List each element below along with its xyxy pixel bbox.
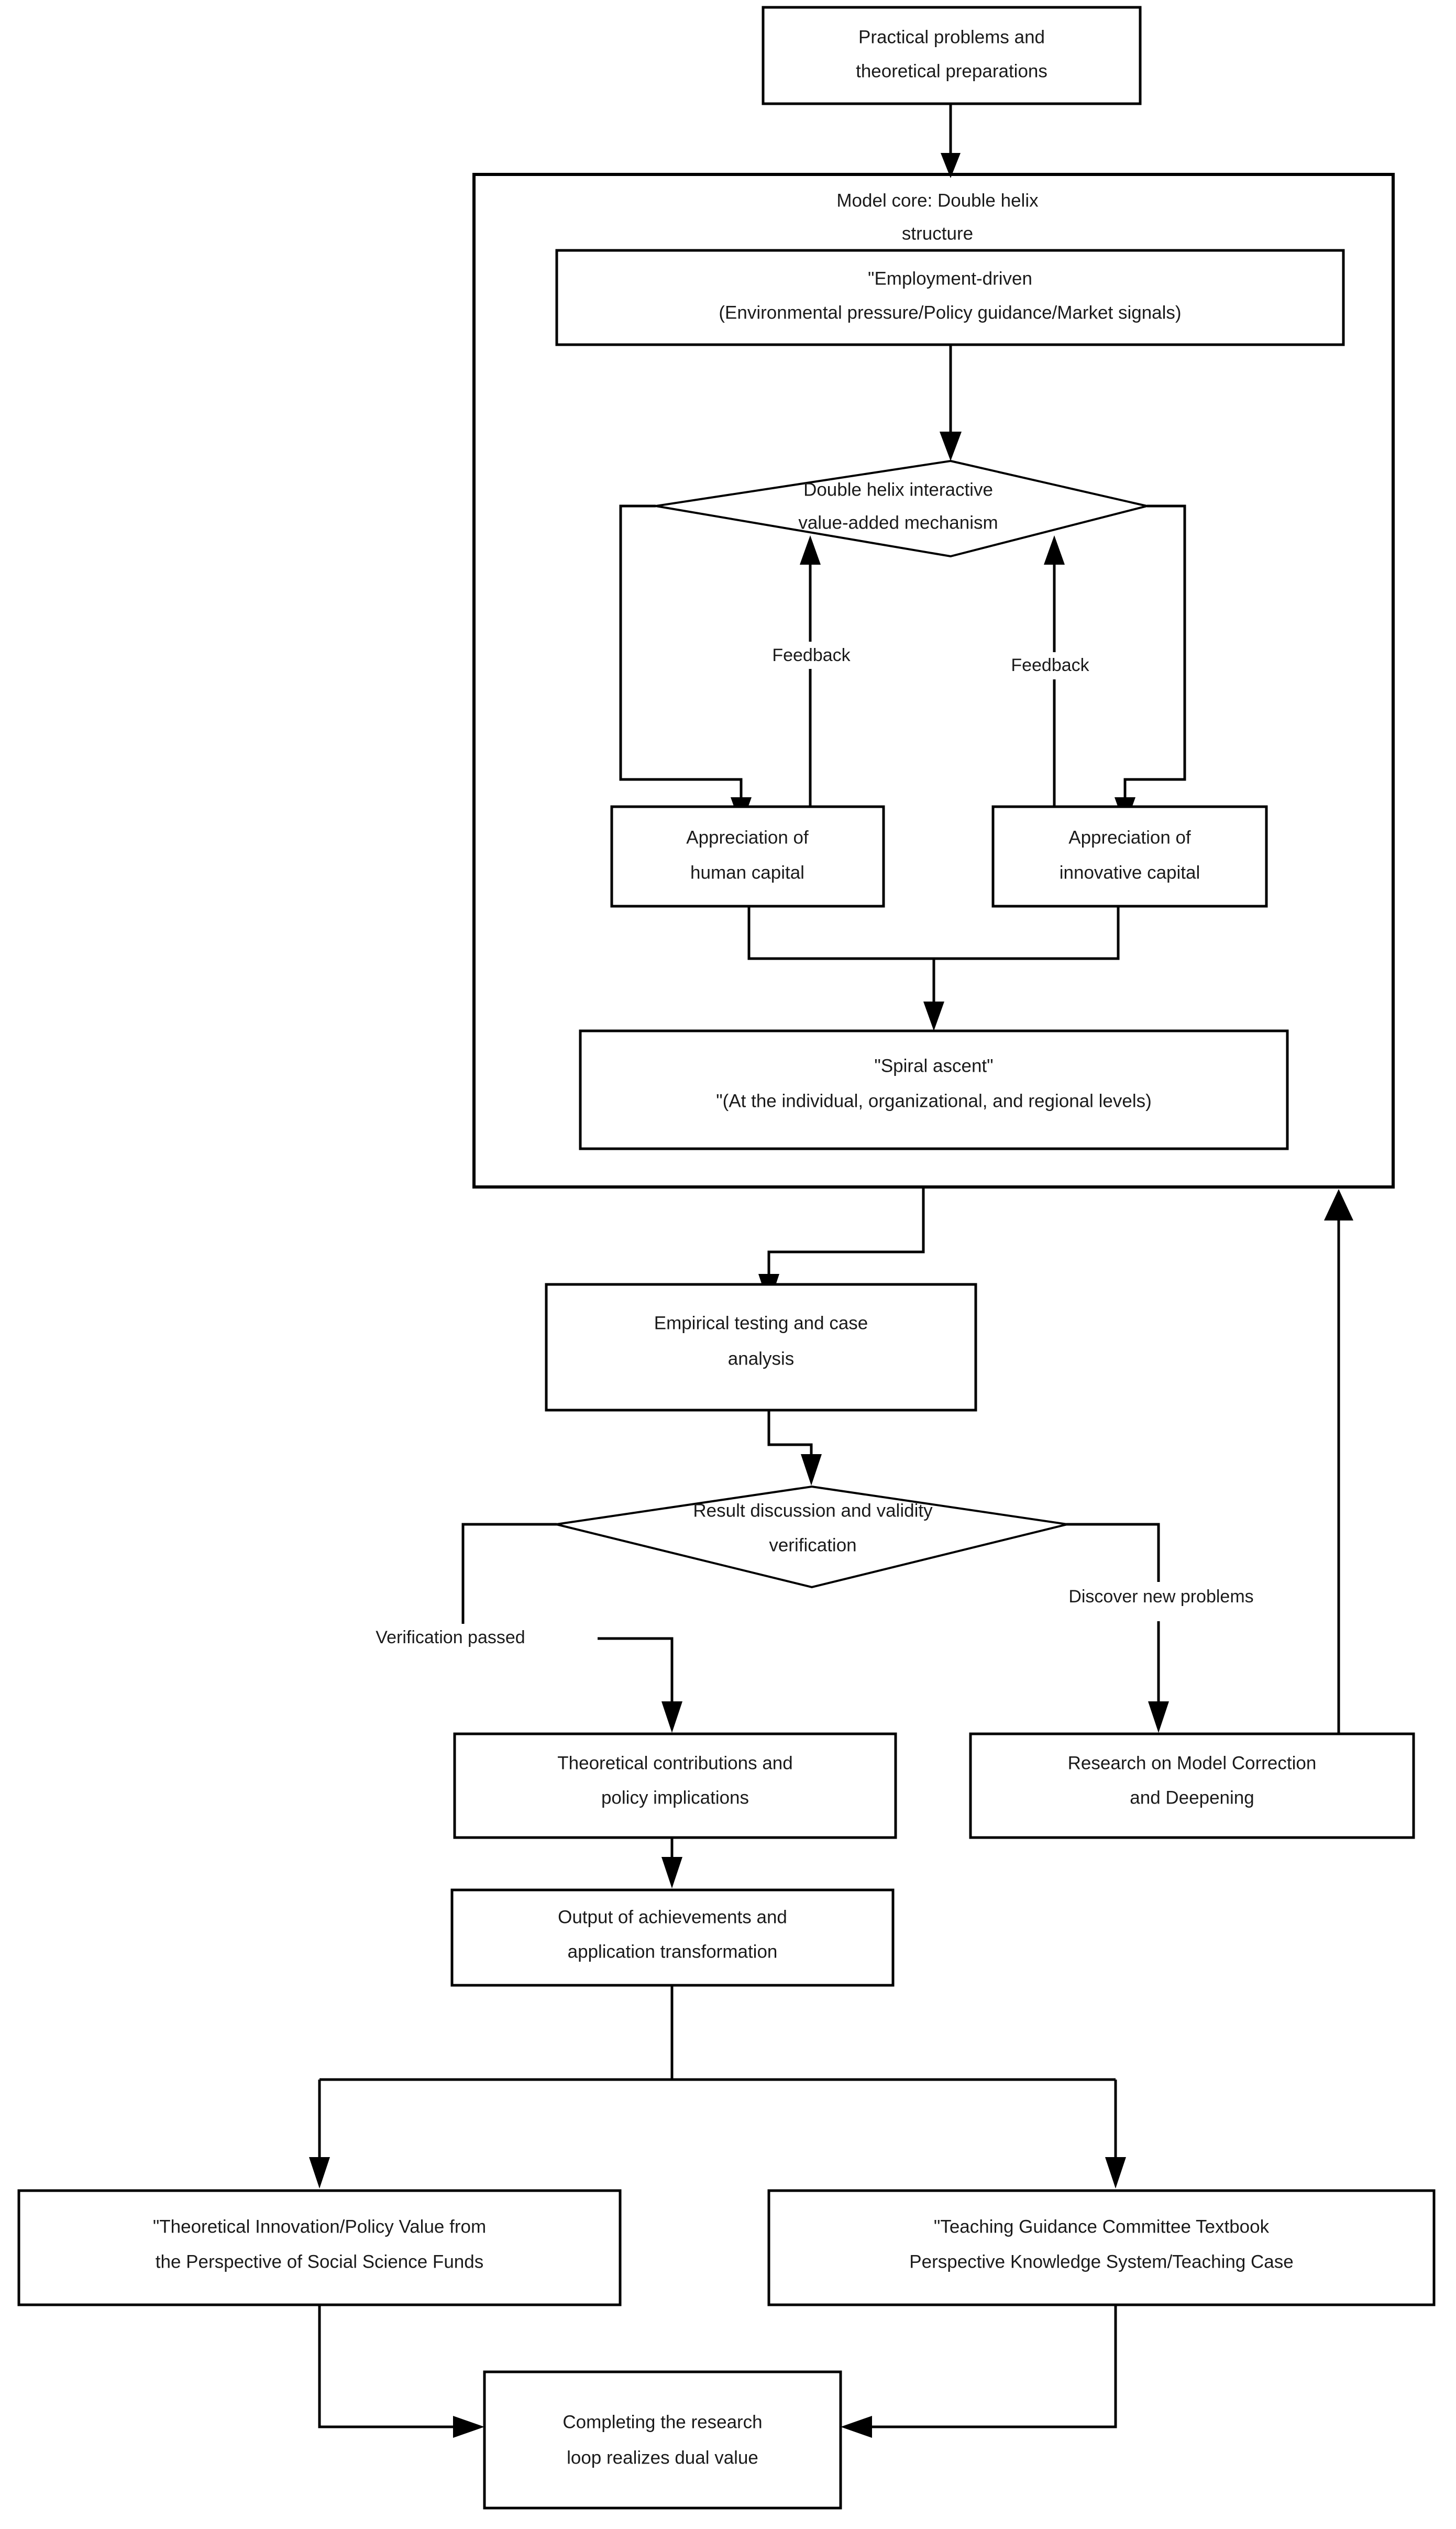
node-employment-driven-line-2: (Environmental pressure/Policy guidance/…	[719, 302, 1181, 323]
node-helix-mechanism-line-2: value-added mechanism	[798, 512, 998, 533]
node-teaching-guidance-line-2: Perspective Knowledge System/Teaching Ca…	[909, 2251, 1293, 2272]
node-empirical-testing-line-2: analysis	[728, 1348, 794, 1369]
edge-output-split	[309, 1985, 1126, 2189]
node-result-verification-line-1: Result discussion and validity	[693, 1500, 933, 1521]
feedback-right-text: Feedback	[1011, 655, 1089, 675]
edge-result-discover-problems	[1066, 1523, 1169, 1733]
container-title-line-2: structure	[902, 223, 973, 244]
node-innovative-capital-line-2: innovative capital	[1060, 862, 1200, 883]
label-verification-passed: Verification passed	[303, 1624, 598, 1653]
edge-start-to-core	[941, 104, 961, 178]
node-start-line-2: theoretical preparations	[856, 61, 1047, 81]
node-empirical-testing: Empirical testing and case analysis	[545, 1283, 977, 1412]
node-model-correction-line-2: and Deepening	[1130, 1787, 1254, 1808]
edge-funds-to-research-loop	[318, 2305, 484, 2438]
node-research-loop-line-2: loop realizes dual value	[567, 2447, 758, 2468]
edge-human-capital-feedback	[800, 535, 821, 807]
node-result-verification: Result discussion and validity verificat…	[556, 1485, 1068, 1589]
node-spiral-ascent-line-2: "(At the individual, organizational, and…	[716, 1091, 1152, 1111]
verification-passed-text: Verification passed	[376, 1628, 525, 1647]
label-discover-new-problems: Discover new problems	[1022, 1583, 1300, 1611]
node-employment-driven-line-1: "Employment-driven	[868, 268, 1032, 289]
edge-teaching-to-research-loop	[841, 2305, 1117, 2438]
edge-capitals-to-spiral	[747, 906, 1120, 1031]
node-spiral-ascent: "Spiral ascent" "(At the individual, org…	[579, 1029, 1289, 1150]
node-output-achievements-line-2: application transformation	[568, 1941, 778, 1962]
label-feedback-left: Feedback	[760, 642, 863, 669]
node-theoretical-contributions: Theoretical contributions and policy imp…	[453, 1732, 897, 1839]
node-spiral-ascent-line-1: "Spiral ascent"	[874, 1055, 993, 1076]
container-title-line-1: Model core: Double helix	[836, 190, 1039, 211]
node-human-capital-line-2: human capital	[690, 862, 804, 883]
node-model-core-container: Model core: Double helix structure	[472, 173, 1395, 1189]
edge-model-correction-return-loop	[1324, 1189, 1353, 1733]
node-innovative-capital-line-1: Appreciation of	[1068, 827, 1191, 848]
node-start: Practical problems and theoretical prepa…	[762, 6, 1142, 105]
node-social-science-funds-line-2: the Perspective of Social Science Funds	[156, 2251, 483, 2272]
label-feedback-right: Feedback	[999, 652, 1101, 679]
node-teaching-guidance: "Teaching Guidance Committee Textbook Pe…	[767, 2189, 1436, 2306]
node-model-correction: Research on Model Correction and Deepeni…	[969, 1732, 1415, 1839]
node-human-capital: Appreciation of human capital	[610, 805, 885, 908]
edge-empirical-to-result	[767, 1409, 822, 1486]
node-research-loop: Completing the research loop realizes du…	[483, 2370, 842, 2510]
node-empirical-testing-line-1: Empirical testing and case	[654, 1313, 868, 1333]
node-social-science-funds-line-1: "Theoretical Innovation/Policy Value fro…	[153, 2216, 486, 2237]
node-theoretical-contributions-line-2: policy implications	[601, 1787, 749, 1808]
node-model-correction-line-1: Research on Model Correction	[1068, 1753, 1317, 1773]
node-theoretical-contributions-line-1: Theoretical contributions and	[557, 1753, 792, 1773]
node-result-verification-line-2: verification	[769, 1535, 856, 1555]
node-human-capital-line-1: Appreciation of	[686, 827, 809, 848]
node-teaching-guidance-line-1: "Teaching Guidance Committee Textbook	[934, 2216, 1270, 2237]
feedback-left-text: Feedback	[772, 645, 851, 665]
node-output-achievements: Output of achievements and application t…	[450, 1888, 895, 1987]
node-research-loop-line-1: Completing the research	[562, 2412, 762, 2432]
edge-helix-to-human-capital	[619, 504, 752, 827]
node-social-science-funds: "Theoretical Innovation/Policy Value fro…	[17, 2189, 622, 2306]
edge-result-verification-passed	[461, 1523, 682, 1733]
node-helix-mechanism: Double helix interactive value-added mec…	[655, 459, 1148, 558]
node-output-achievements-line-1: Output of achievements and	[558, 1907, 787, 1927]
node-employment-driven: "Employment-driven (Environmental pressu…	[555, 249, 1345, 346]
node-innovative-capital: Appreciation of innovative capital	[991, 805, 1268, 908]
edge-innovative-capital-feedback	[1044, 535, 1065, 807]
discover-new-problems-text: Discover new problems	[1068, 1587, 1253, 1607]
edge-helix-to-innovative-capital	[1115, 504, 1186, 827]
node-start-line-1: Practical problems and	[858, 27, 1045, 47]
node-helix-mechanism-line-1: Double helix interactive	[803, 479, 993, 500]
edge-employment-to-helix	[940, 345, 962, 461]
